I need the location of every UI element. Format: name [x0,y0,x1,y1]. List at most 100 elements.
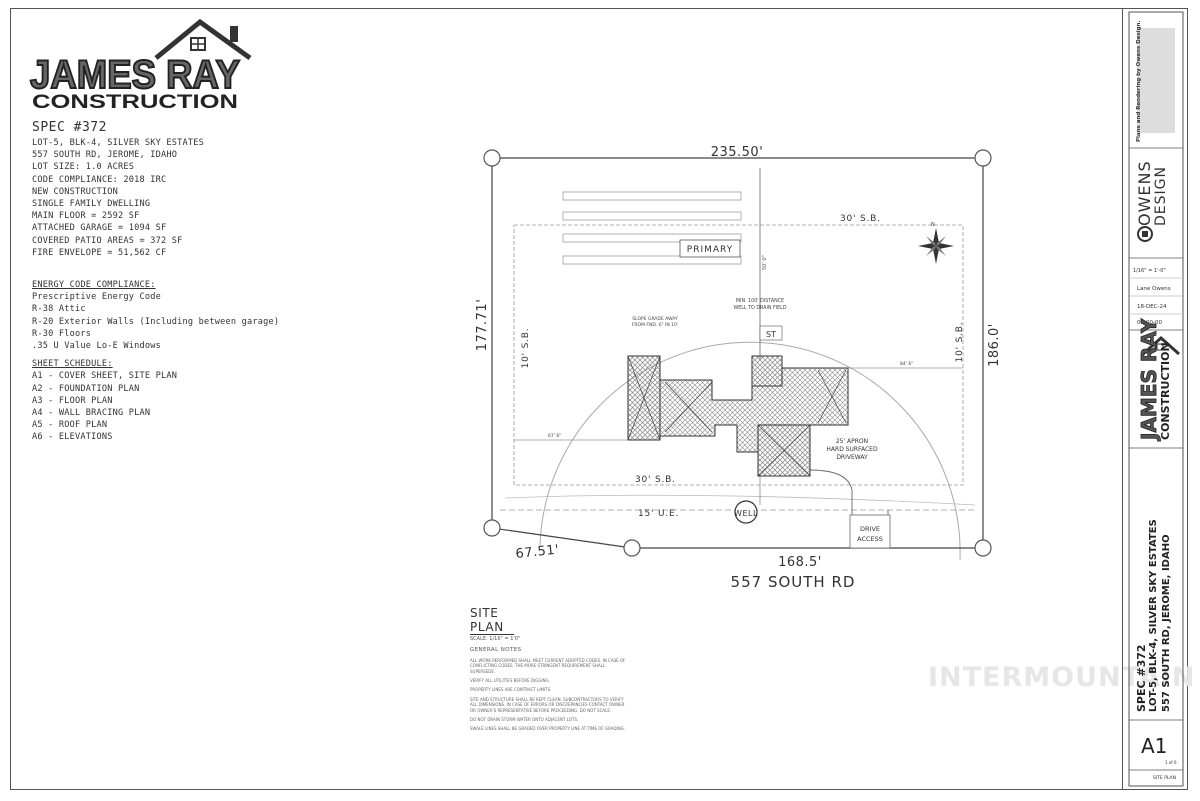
apron-label: HARD SURFACED [826,446,878,453]
site-plan-scale: SCALE: 1/16" = 1'0" [470,636,521,642]
spec-line: 557 SOUTH RD, JEROME, IDAHO [32,150,178,161]
firm-subname: DESIGN [1153,166,1169,226]
project-line: 557 SOUTH RD, JEROME, IDAHO [1161,534,1172,712]
logo-line2: CONSTRUCTION [32,92,238,113]
survey-marker [483,149,501,167]
well-symbol [734,500,758,524]
spec-line: FIRE ENVELOPE = 51,562 CF [32,247,167,258]
survey-marker [483,519,501,537]
note-item: SITE AND STRUCTURE SHALL BE KEPT CLEAN. … [470,696,625,713]
energy-line: R-30 Floors [32,328,92,339]
drive-access-label: ACCESS [857,535,883,543]
drawing-date: 18-DEC-24 [1137,304,1167,310]
drive-access-label: DRIVE [860,525,880,533]
setback-bottom-label: 30' S.B. [635,475,676,485]
slope-note: FROM FND. 6" IN 10' [632,322,678,328]
tb-logo-line1: JAMES RAY [1137,318,1162,440]
survey-marker [974,149,992,167]
last-revision: 00-00-00 [1137,320,1162,326]
sheet-schedule-line: A6 - ELEVATIONS [32,432,113,443]
dimension-note: 67' 6" [548,433,561,439]
plan-name: SITE PLAN [1153,776,1176,781]
top-dimension: 235.50' [711,145,764,160]
sheet-schedule-line: A3 - FLOOR PLAN [32,395,113,406]
corner-dimension: 67.51' [515,542,560,561]
dim-distance-label: 50' 0" [762,255,768,270]
sheet-schedule-line: A1 - COVER SHEET, SITE PLAN [32,371,178,382]
energy-line: R-20 Exterior Walls (Including between g… [32,316,280,327]
note-item: ALL WORK PERFORMED SHALL MEET CURRENT AD… [470,657,626,674]
sheet-number: A1 [1141,734,1168,758]
spec-line: MAIN FLOOR = 2592 SF [32,211,140,222]
spec-line: LOT SIZE: 1.0 ACRES [32,162,135,173]
note-item: DO NOT DRAIN STORM WATER ONTO ADJACENT L… [470,717,579,723]
note-item: VERIFY ALL UTILITIES BEFORE DIGGING. [470,678,550,684]
utility-easement-label: 15' U.E. [638,509,679,519]
house-roof-icon [154,18,252,61]
spec-line: CODE COMPLIANCE: 2018 IRC [32,174,167,185]
energy-line: Prescriptive Energy Code [32,292,161,303]
firm-name: OWENS [1135,160,1154,226]
sheet-schedule-header: SHEET SCHEDULE: [32,359,113,370]
site-plan-title: SITE PLAN [470,606,514,635]
sheet-schedule-line: A5 - ROOF PLAN [32,420,108,431]
project-line: SPEC #372 [1135,644,1148,712]
septic-tank-label: ST [766,330,776,339]
scale-value: 1/16" = 1'-0" [1133,268,1166,274]
survey-marker [623,539,641,557]
general-notes-header: GENERAL NOTES [470,647,522,654]
spec-line: SINGLE FAMILY DWELLING [32,199,151,210]
watermark: INTERMOUNTAIN [928,662,1196,693]
tb-logo-line2: CONSTRUCTION [1159,342,1172,440]
setback-left-label: 10' S.B. [521,328,531,369]
bottom-dimension: 168.5' [778,555,822,570]
spec-line: NEW CONSTRUCTION [32,186,118,197]
company-logo: JAMES RAY CONSTRUCTION [29,18,252,113]
title-block: Plans and Rendering by Owens Design. OWE… [1122,8,1188,790]
svg-text:N: N [931,222,935,228]
credit-text: Plans and Rendering by Owens Design. [1136,20,1142,142]
primary-label: PRIMARY [687,245,733,255]
north-arrow-icon: N [918,222,954,264]
spec-line: COVERED PATIO AREAS = 372 SF [32,235,183,246]
slope-note: SLOPE GRADE AWAY [632,316,678,322]
min-distance-note: WELL TO DRAIN FIELD [733,305,786,311]
jr-logo-house-icon [1142,335,1180,356]
house-footprint [627,355,849,477]
project-line: LOT-5, BLK-4, SILVER SKY ESTATES [1148,519,1159,712]
min-distance-note: MIN. 100' DISTANCE [736,298,784,304]
property-line [491,157,984,549]
spec-line: ATTACHED GARAGE = 1094 SF [32,223,167,234]
well-label: WELL [734,509,758,518]
energy-line: R-38 Attic [32,304,86,315]
setback-right-label: 10' S.B. [955,322,965,363]
survey-marker [974,539,992,557]
spec-title: SPEC #372 [32,120,107,135]
site-plan-drawing: PRIMARY 50' 0" N 235.50' 177.71' [475,145,1002,591]
sheet-schedule-line: A4 - WALL BRACING PLAN [32,408,151,419]
drain-field-arc [539,341,961,561]
left-dimension: 177.71' [475,299,490,352]
spec-block: SPEC #372 LOT-5, BLK-4, SILVER SKY ESTAT… [32,120,279,444]
drain-field-trenches [562,191,742,265]
setback-line [513,224,964,486]
energy-header: ENERGY CODE COMPLIANCE: [32,280,156,291]
road-name: 557 SOUTH RD [731,573,856,591]
sheet-of: 1 of 6 [1165,760,1177,765]
owens-logo-icon [1137,226,1153,242]
note-item: PROPERTY LINES ARE CONTRACT LIMITS. [470,687,552,693]
dimension-note: 84' 6" [900,361,913,367]
right-dimension: 186.0' [987,323,1002,367]
energy-line: .35 U Value Lo-E Windows [32,341,161,352]
note-item: SWALE LINES SHALL BE GRADED OVER PROPERT… [470,726,626,732]
setback-top-label: 30' S.B. [840,214,881,224]
sheet-schedule-line: A2 - FOUNDATION PLAN [32,383,140,394]
apron-label: DRIVEWAY [836,454,868,461]
apron-label: 25' APRON [836,438,868,445]
drawing-sheet-border [10,8,1188,790]
title-block-frame [1128,11,1184,787]
drawn-by: Lane Owens [1137,286,1171,292]
spec-line: LOT-5, BLK-4, SILVER SKY ESTATES [32,138,204,148]
logo-line1: JAMES RAY [30,53,240,97]
site-plan-notes: SITE PLAN SCALE: 1/16" = 1'0" GENERAL NO… [470,606,630,736]
